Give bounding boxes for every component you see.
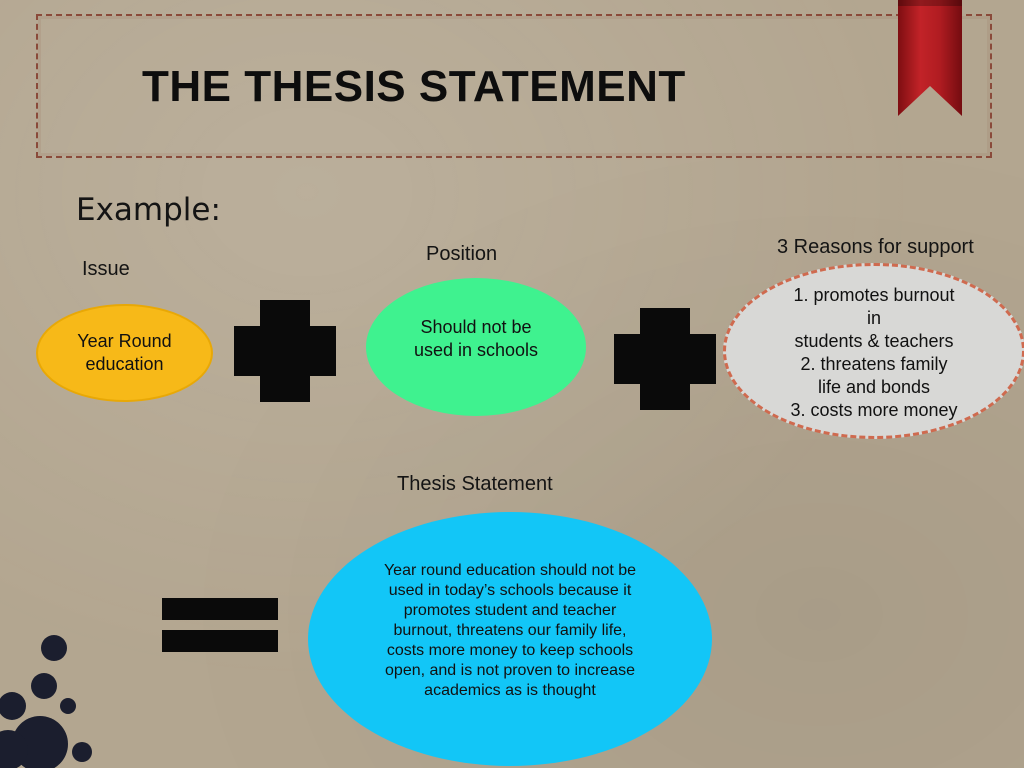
reasons-oval: 1. promotes burnout in students & teache… [723, 263, 1024, 439]
reason-line: 3. costs more money [790, 400, 958, 420]
example-label: Example: [76, 192, 221, 228]
position-oval: Should not be used in schools [366, 278, 586, 416]
reason-line: 1. promotes burnout [793, 285, 955, 305]
issue-label: Issue [82, 258, 130, 280]
issue-oval: Year Round education [36, 304, 213, 402]
thesis-label: Thesis Statement [397, 473, 553, 495]
thesis-text: Year round education should not be used … [383, 562, 637, 699]
slide-title: THE THESIS STATEMENT [142, 62, 686, 111]
position-label: Position [426, 243, 498, 265]
ink-blot-decoration [0, 635, 92, 768]
reason-line: in [866, 308, 881, 328]
position-text: Should not be used in schools [413, 317, 539, 360]
plus-icon [614, 308, 716, 410]
thesis-oval: Year round education should not be used … [308, 512, 712, 766]
reasons-label: 3 Reasons for support [777, 236, 974, 258]
plus-icon [234, 300, 336, 402]
reason-line: students & teachers [794, 331, 954, 351]
reasons-list: 1. promotes burnout in students & teache… [769, 284, 979, 422]
issue-text: Year Round education [77, 331, 172, 374]
title-frame [36, 14, 992, 158]
equals-icon [162, 598, 278, 652]
reason-line: life and bonds [817, 377, 931, 397]
ribbon-bookmark-icon [898, 0, 962, 116]
reason-line: 2. threatens family [800, 354, 948, 374]
